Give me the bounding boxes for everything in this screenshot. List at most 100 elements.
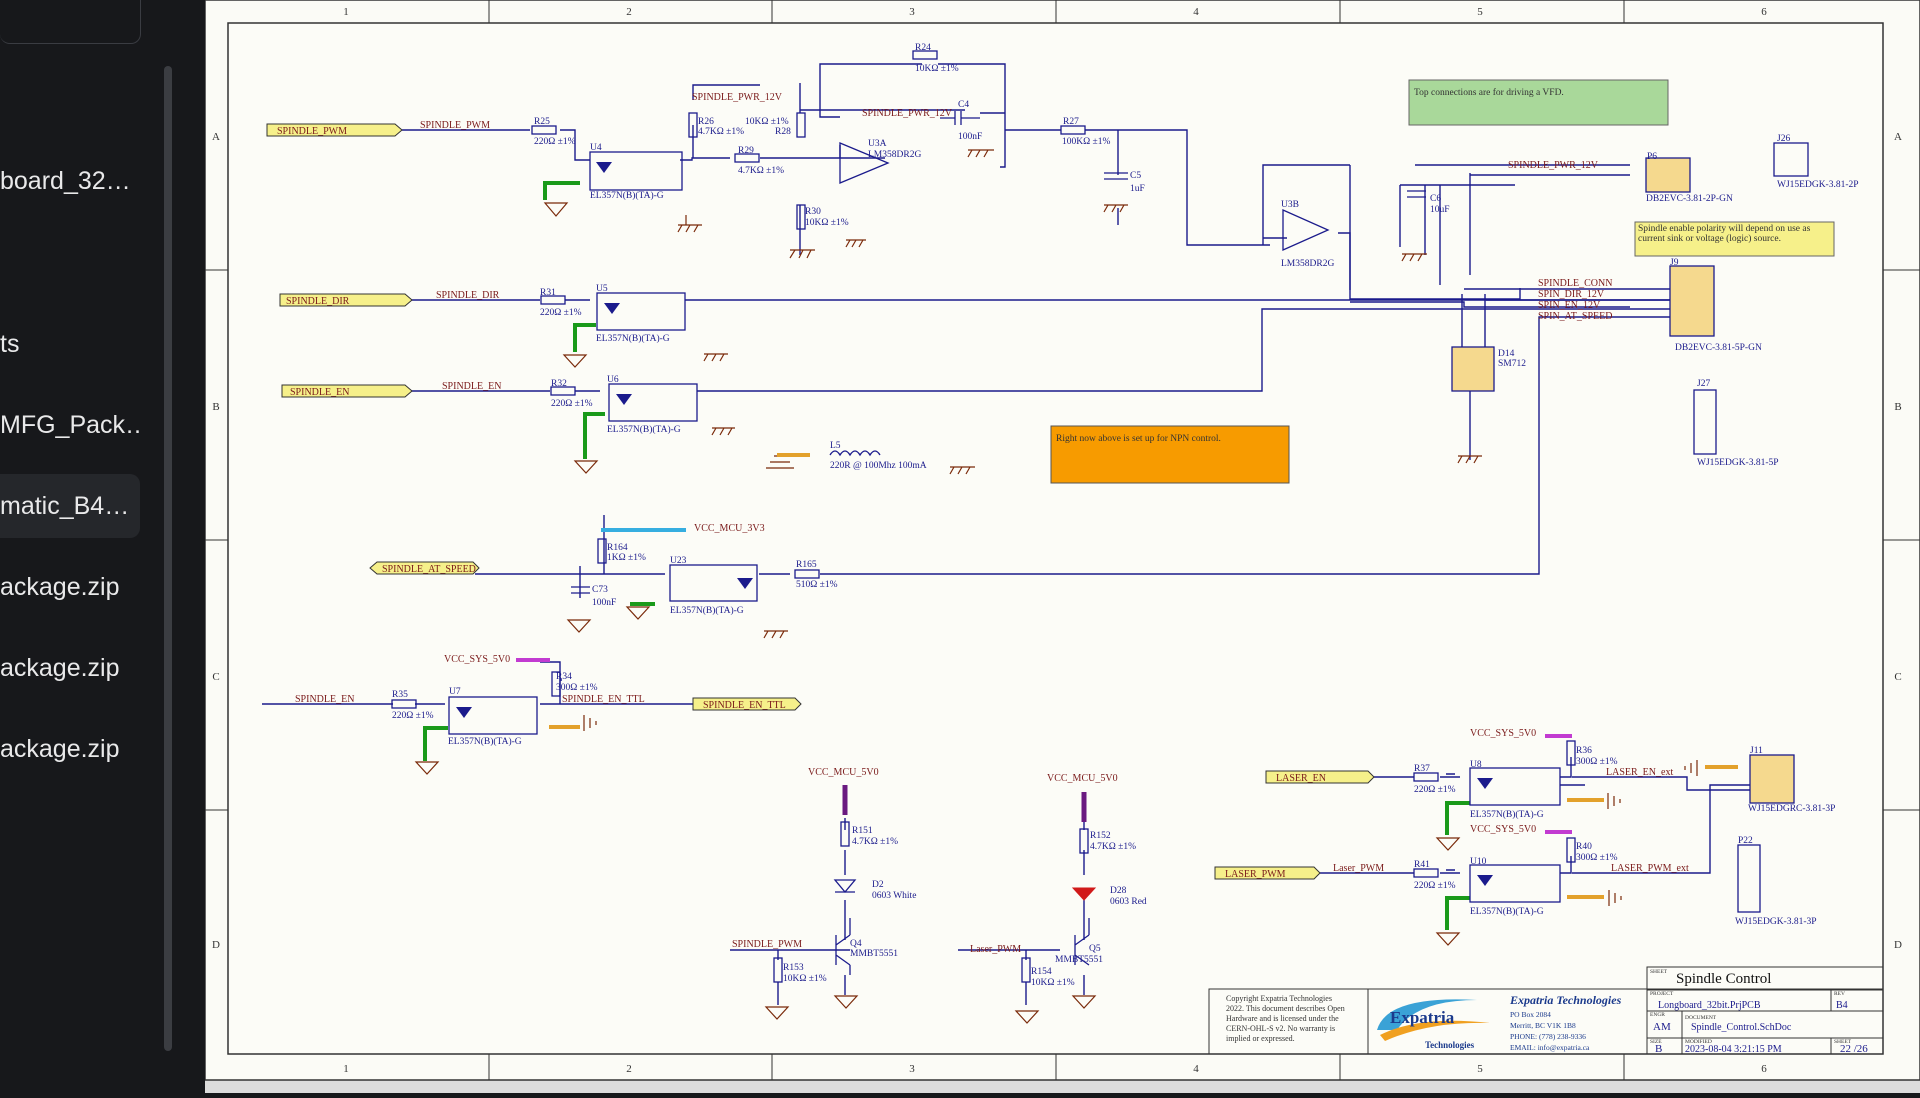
port-label: LASER_EN (1276, 773, 1326, 784)
part-value: SM712 (1498, 359, 1526, 369)
net-label: SPINDLE_PWR_12V (1508, 160, 1599, 171)
designator: D28 (1110, 886, 1127, 896)
note-npn-text: Right now above is set up for NPN contro… (1056, 433, 1221, 444)
part-value: 220R @ 100Mhz 100mA (830, 461, 927, 471)
designator: C4 (958, 100, 969, 110)
net-label: SPINDLE_DIR (436, 290, 500, 301)
tb-engr: AM (1653, 1021, 1671, 1033)
schematic-sheet: 1 2 3 4 5 6 1 2 3 4 5 6 A B C D A B C D (204, 0, 1920, 1093)
sidebar-file-item[interactable]: ts (0, 330, 20, 358)
frame-col-label: 3 (909, 1063, 915, 1075)
note-polarity (1634, 221, 1835, 257)
expatria-logo: Expatria Technologies (1377, 999, 1490, 1050)
designator: R27 (1063, 117, 1079, 127)
tb-copyright: 2022. This document describes Open (1226, 1004, 1345, 1013)
part-value: 220Ω ±1% (392, 711, 434, 721)
part-value: 220Ω ±1% (540, 308, 582, 318)
part-value: 1KΩ ±1% (607, 553, 646, 563)
tb-address: EMAIL: info@expatria.ca (1510, 1043, 1590, 1052)
frame-col-label: 2 (626, 6, 632, 18)
designator: P22 (1738, 836, 1753, 846)
frame-row-label: B (1894, 401, 1901, 413)
net-ports (266, 123, 1375, 880)
designator: R37 (1414, 764, 1430, 774)
tb-address: PHONE: (778) 238-9336 (1510, 1032, 1586, 1041)
tb-sheet-no: 22 /26 (1840, 1043, 1868, 1055)
power-label: VCC_MCU_5V0 (1047, 773, 1118, 784)
frame-col-label: 6 (1761, 1063, 1767, 1075)
designator: U10 (1470, 857, 1487, 867)
part-value: 220Ω ±1% (534, 137, 576, 147)
part-value: WJ15EDGK-3.81-2P (1777, 180, 1859, 190)
tb-label: MODIFIED (1685, 1039, 1712, 1045)
tb-document: Spindle_Control.SchDoc (1691, 1022, 1792, 1033)
designator: R30 (805, 207, 821, 217)
port-label: SPINDLE_EN (290, 387, 349, 398)
tb-sheet-title: Spindle Control (1676, 971, 1771, 987)
sidebar-file-item[interactable]: board_32… (0, 167, 131, 195)
frame-row-label: A (1894, 131, 1902, 143)
sidebar-file-item[interactable]: MFG_Pack… (0, 411, 140, 439)
sidebar-file-item[interactable]: ackage.zip (0, 654, 120, 682)
designator: C73 (592, 585, 608, 595)
sidebar-file-item[interactable]: ackage.zip (0, 735, 120, 763)
designator: U5 (596, 284, 608, 294)
frame-row-label: C (1894, 671, 1901, 683)
opto-diodes (456, 162, 1493, 886)
power-label: VCC_MCU_5V0 (808, 767, 879, 778)
power-label: VCC_SYS_5V0 (444, 654, 510, 665)
part-value: 100nF (592, 598, 616, 608)
designator: R35 (392, 690, 408, 700)
designator: J27 (1697, 379, 1710, 389)
part-value: EL357N(B)(TA)-G (448, 736, 522, 747)
designator: U8 (1470, 760, 1482, 770)
tb-copyright: Copyright Expatria Technologies (1226, 994, 1332, 1003)
designator: R41 (1414, 860, 1430, 870)
net-label: LASER_PWM_ext (1611, 863, 1689, 874)
tb-copyright: CERN-OHL-S v2. No warranty is (1226, 1024, 1335, 1033)
part-value: 300Ω ±1% (556, 683, 598, 693)
net-label: SPINDLE_PWM (420, 120, 490, 131)
part-value: EL357N(B)(TA)-G (590, 190, 664, 201)
note-vfd (1408, 79, 1669, 126)
tb-address: PO Box 2084 (1510, 1010, 1551, 1019)
designator: R25 (534, 117, 550, 127)
note-npn (1050, 425, 1290, 484)
frame-row-label: C (212, 671, 219, 683)
sidebar-file-item[interactable]: ackage.zip (0, 573, 120, 601)
sidebar-scrollbar[interactable] (164, 66, 172, 1051)
designator: R31 (540, 288, 556, 298)
port-label: SPINDLE_PWM (277, 126, 347, 137)
port-label: SPINDLE_AT_SPEED (382, 564, 476, 575)
part-value: 4.7KΩ ±1% (852, 837, 898, 847)
tb-company: Expatria Technologies (1509, 993, 1622, 1007)
part-value: 300Ω ±1% (1576, 757, 1618, 767)
net-label: SPIN_DIR_12V (1538, 289, 1605, 300)
designator: R165 (796, 560, 817, 570)
d28-led-icon (1071, 887, 1097, 901)
designator: L5 (830, 441, 841, 451)
designator: D14 (1498, 349, 1515, 359)
part-value: MMBT5551 (1055, 955, 1103, 965)
schematic-viewer[interactable]: 1 2 3 4 5 6 1 2 3 4 5 6 A B C D A B C D (204, 0, 1920, 1093)
wires (262, 63, 1750, 1005)
component-symbols (391, 50, 1809, 983)
part-value: 10KΩ ±1% (1031, 978, 1075, 988)
net-label: SPINDLE_CONN (1538, 278, 1612, 289)
net-label: LASER_EN_ext (1606, 767, 1673, 778)
part-value: 510Ω ±1% (796, 580, 838, 590)
sidebar-file-item-active[interactable]: matic_B4… (0, 474, 140, 538)
tb-label: PROJECT (1650, 991, 1674, 997)
frame-grid (205, 0, 1920, 1080)
tb-label: DOCUMENT (1685, 1015, 1717, 1021)
ground-symbols (414, 149, 1698, 1024)
net-label: SPINDLE_EN_TTL (562, 694, 645, 705)
designator: R32 (551, 379, 567, 389)
part-value: 10KΩ ±1% (745, 117, 789, 127)
port-label: SPINDLE_DIR (286, 296, 350, 307)
part-value: WJ15EDGRC-3.81-3P (1748, 804, 1835, 814)
net-label: SPINDLE_EN (442, 381, 501, 392)
designator: U6 (607, 375, 619, 385)
frame-col-label: 1 (343, 6, 349, 18)
designator: C5 (1130, 171, 1141, 181)
